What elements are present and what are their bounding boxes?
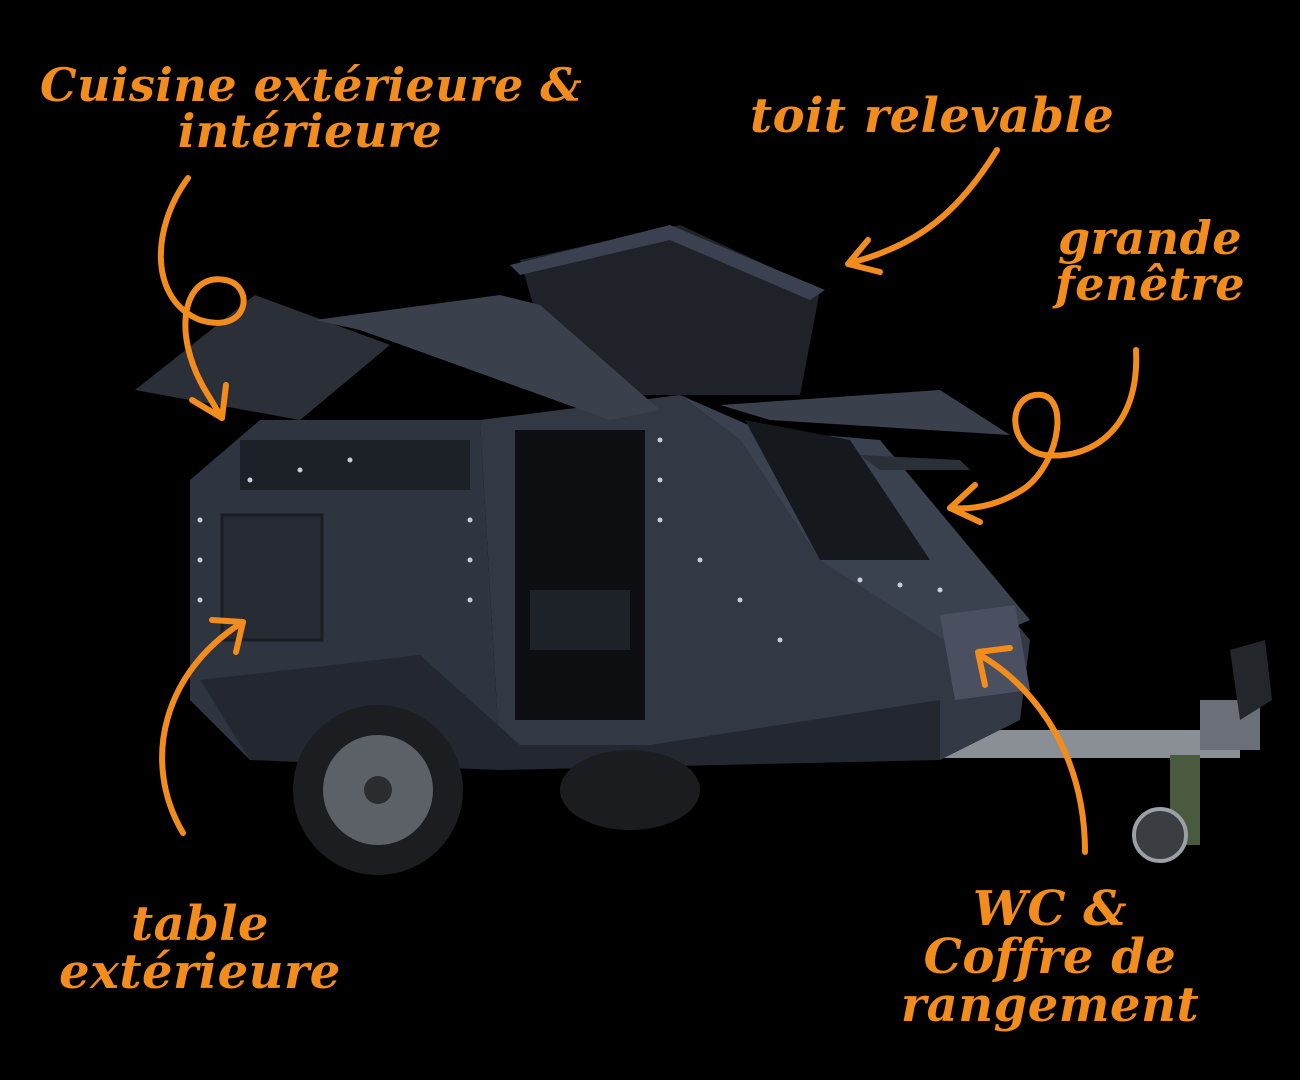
label-large-window: grande fenêtre: [1040, 215, 1260, 307]
arrow-icon: [189, 382, 229, 421]
label-outdoor-indoor-kitchen: Cuisine extérieure & intérieure: [40, 58, 583, 158]
wheel-front: [293, 705, 463, 875]
label-line: Coffre de: [923, 929, 1177, 985]
label-line: table: [130, 896, 270, 952]
arrow-icon: [209, 617, 246, 655]
label-line: rangement: [900, 977, 1200, 1033]
curly-arrow-icon: [947, 347, 1140, 512]
label-line: toit relevable: [750, 88, 1115, 144]
arrow-icon: [975, 645, 1013, 688]
open-hatches: [135, 295, 1010, 470]
curly-arrow-icon: [977, 652, 1088, 855]
curly-arrow-icon: [158, 175, 247, 421]
front-window: [745, 420, 930, 560]
label-line: WC &: [972, 881, 1128, 937]
label-line: Cuisine extérieure &: [40, 58, 583, 112]
label-line: extérieure: [59, 944, 341, 1000]
tow-bar: [940, 640, 1272, 863]
arrow-icon: [845, 237, 883, 275]
pop-up-roof: [510, 225, 825, 395]
trailer-body: [190, 395, 1030, 770]
label-line: intérieure: [177, 104, 443, 158]
label-outdoor-table: table extérieure: [50, 900, 350, 996]
arrow-icon: [947, 482, 983, 525]
label-line: fenêtre: [1054, 257, 1245, 311]
label-pop-up-roof: toit relevable: [750, 88, 1115, 144]
rivets: [197, 437, 943, 643]
label-line: grande: [1057, 211, 1243, 265]
curly-arrow-icon: [847, 147, 1000, 266]
curly-arrow-icon: [159, 619, 246, 836]
wheel-rear: [560, 750, 700, 830]
label-wc-storage: WC & Coffre de rangement: [900, 885, 1200, 1029]
